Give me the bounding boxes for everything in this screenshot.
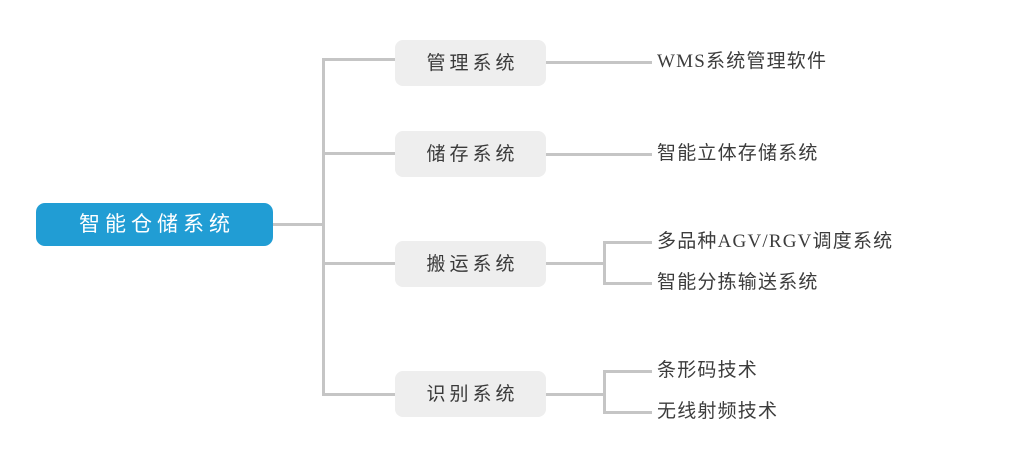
connector-branch-4-to-leaf-2 (603, 411, 652, 414)
connector-root-to-spine (273, 223, 325, 226)
connector-branch-3-to-leaf-2 (603, 282, 652, 285)
connector-branch-3-stem (544, 262, 606, 265)
connector-branch-4-spine (603, 370, 606, 414)
root-node-intelligent-warehousing[interactable]: 智能仓储系统 (36, 203, 273, 246)
leaf-label-rfid-technology: 无线射频技术 (657, 401, 779, 422)
connector-spine-to-branch-1 (322, 58, 398, 61)
branch-node-label: 储存系统 (426, 143, 519, 165)
leaf-label-automated-storage: 智能立体存储系统 (657, 143, 819, 164)
connector-branch-4-to-leaf-1 (603, 370, 652, 373)
branch-node-identification[interactable]: 识别系统 (395, 371, 546, 417)
leaf-label-agv-rgv-scheduling: 多品种AGV/RGV调度系统 (657, 231, 894, 252)
connector-spine-to-branch-2 (322, 152, 398, 155)
leaf-label-wms-software: WMS系统管理软件 (657, 51, 828, 72)
branch-node-storage[interactable]: 储存系统 (395, 131, 546, 177)
leaf-label-barcode-technology: 条形码技术 (657, 360, 759, 381)
connector-main-spine (322, 58, 325, 396)
branch-node-label: 识别系统 (426, 383, 519, 405)
connector-branch-1-to-leaf (544, 61, 652, 64)
connector-branch-2-to-leaf (544, 153, 652, 156)
branch-node-handling[interactable]: 搬运系统 (395, 241, 546, 287)
connector-branch-4-stem (544, 393, 606, 396)
connector-branch-3-spine (603, 241, 606, 285)
branch-node-label: 管理系统 (426, 52, 519, 74)
root-node-label: 智能仓储系统 (79, 212, 235, 236)
connector-branch-3-to-leaf-1 (603, 241, 652, 244)
branch-node-label: 搬运系统 (426, 253, 519, 275)
leaf-label-intelligent-sorting: 智能分拣输送系统 (657, 272, 819, 293)
connector-spine-to-branch-4 (322, 393, 398, 396)
branch-node-management[interactable]: 管理系统 (395, 40, 546, 86)
connector-spine-to-branch-3 (322, 262, 398, 265)
